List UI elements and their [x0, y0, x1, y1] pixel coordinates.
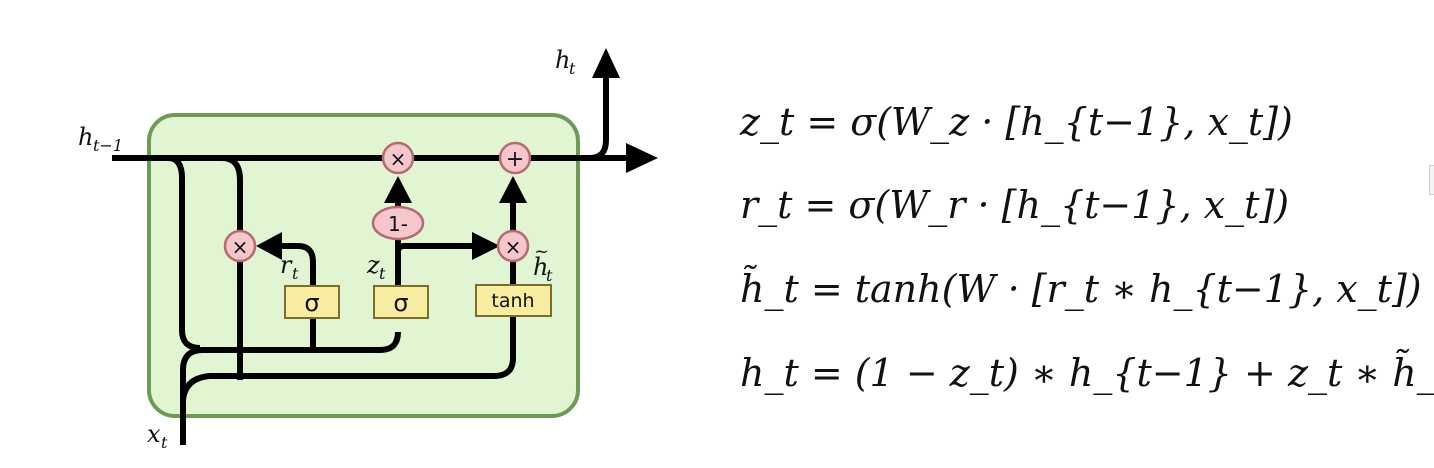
- op-one-minus-label: 1-: [388, 212, 408, 236]
- svg-text:h: h: [533, 253, 548, 281]
- label-h-out: h t: [555, 46, 576, 78]
- label-r: r t: [280, 251, 299, 283]
- oneminus-arrowhead: [384, 176, 412, 203]
- label-h-prev-sub: t−1: [93, 136, 123, 155]
- op-plus-label: +: [506, 147, 524, 172]
- gate-sigma-r-label: σ: [304, 289, 319, 317]
- label-h-out-sub: t: [569, 59, 576, 78]
- label-x-in-sub: t: [161, 433, 168, 452]
- hidden-state-arrowhead: [626, 143, 658, 173]
- hprev-branch-reset: [221, 155, 243, 232]
- svg-text:h: h: [555, 46, 570, 74]
- svg-text:x: x: [147, 420, 161, 448]
- op-mul-top-label: ×: [390, 147, 407, 171]
- scroll-edge[interactable]: [1429, 165, 1434, 195]
- input-x-branch-tanh: [180, 315, 516, 401]
- op-one-minus: 1-: [371, 205, 425, 241]
- hprev-branch-down: [167, 155, 201, 351]
- equation-2: r_t = σ(W_r · [h_{t−1}, x_t]): [740, 183, 1289, 228]
- output-line: [589, 78, 609, 161]
- gate-sigma-z: σ: [373, 285, 429, 319]
- r-gate-line: [270, 243, 316, 350]
- tilde-mark: ~: [534, 241, 549, 262]
- svg-text:z: z: [366, 251, 380, 279]
- label-h-prev: h t−1: [78, 123, 123, 155]
- op-mul-reset-label: ×: [232, 235, 249, 259]
- gate-sigma-r: σ: [284, 285, 340, 319]
- plus-arrowhead: [499, 176, 527, 203]
- label-z: z t: [366, 251, 386, 283]
- label-z-sub: t: [379, 264, 386, 283]
- equations-panel: z_t = σ(W_z · [h_{t−1}, x_t]) r_t = σ(W_r…: [739, 100, 1434, 396]
- input-x-line: [180, 331, 401, 445]
- label-r-sub: t: [292, 264, 299, 283]
- z-gate-arrowhead: [472, 232, 500, 260]
- op-mul-htilde: ×: [496, 229, 530, 263]
- gate-sigma-z-label: σ: [393, 289, 408, 317]
- gru-cell-box: [147, 113, 580, 418]
- label-x-in: x t: [147, 420, 168, 452]
- label-htilde-sub: t: [546, 266, 553, 285]
- op-plus: +: [498, 141, 532, 175]
- svg-text:h: h: [78, 123, 93, 151]
- equation-3: h̃_t = tanh(W · [r_t ∗ h_{t−1}, x_t]): [740, 266, 1422, 312]
- gate-tanh: tanh: [475, 284, 552, 317]
- output-arrowhead: [592, 48, 620, 78]
- label-htilde: h ~ t: [533, 241, 553, 285]
- op-mul-top: ×: [381, 141, 415, 175]
- equation-4: h_t = (1 − z_t) ∗ h_{t−1} + z_t ∗ h̃_t: [740, 350, 1434, 396]
- equation-1: z_t = σ(W_z · [h_{t−1}, x_t]): [739, 100, 1293, 145]
- svg-text:r: r: [280, 251, 293, 279]
- op-mul-htilde-label: ×: [505, 235, 522, 259]
- r-gate-arrowhead: [256, 232, 282, 260]
- op-mul-reset: ×: [223, 229, 257, 263]
- gate-tanh-label: tanh: [491, 290, 534, 312]
